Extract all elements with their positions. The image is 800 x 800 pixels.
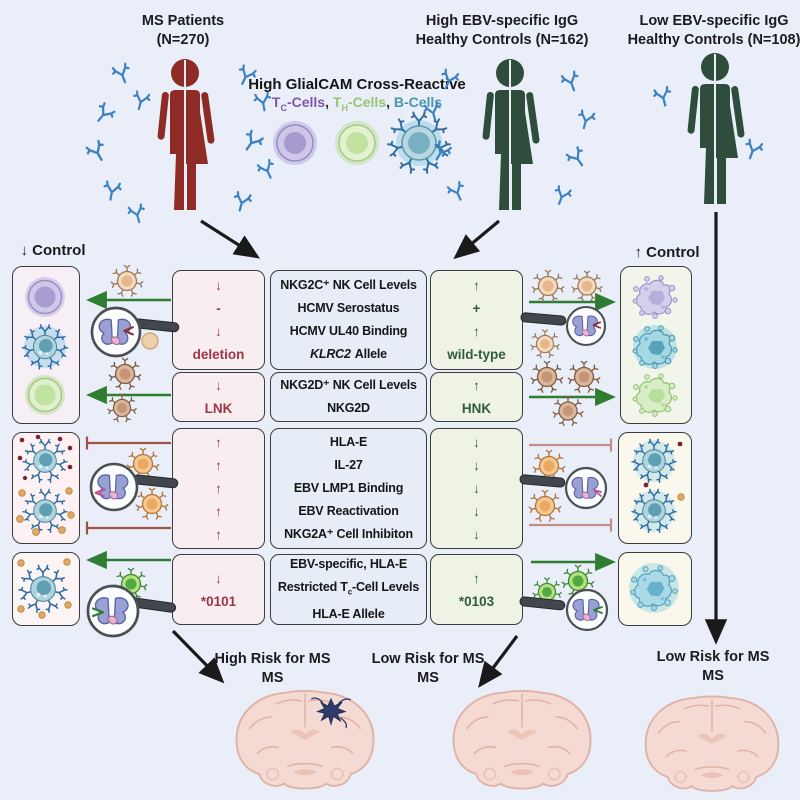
feature-nkg2d-levels: NKG2D⁺ NK Cell Levels: [280, 378, 417, 392]
arrow-highebv-to-table: [453, 219, 501, 260]
panel-ms-ebv-tcell: [12, 552, 80, 626]
table-hc-nkg2d-cell: ↑ HNK: [430, 372, 523, 422]
antibody-icons-low-ebv: [651, 85, 765, 163]
tc-cells-label: TC-Cells: [271, 94, 326, 113]
hc-lysed-cells-art: [632, 275, 678, 417]
ms-up-3: ↑: [215, 481, 222, 496]
ms-arrow-down: ↓: [215, 278, 222, 293]
ms-up-5: ↑: [215, 527, 222, 542]
hc-arrow-up2: ↑: [473, 324, 480, 339]
th-cells-label: TH-Cells: [332, 94, 387, 113]
magnifier-synapse-right-3: [519, 588, 609, 632]
b-cells-label: B-Cells: [393, 94, 443, 110]
arrow-ms-to-table: [200, 219, 261, 259]
ms-arrow-down3: ↓: [215, 378, 222, 393]
magnifier-synapse-left-1: [90, 306, 180, 358]
ms-plasma-cells-art: [16, 434, 75, 536]
low-ebv-figure: [686, 52, 746, 205]
feature-nkg2d: NKG2D: [327, 401, 370, 415]
magnifier-synapse-right-1: [520, 305, 607, 347]
hc-down-1: ↓: [473, 435, 480, 450]
table-hc-allele-cell: ↑ *0103: [430, 554, 523, 625]
label-control-down: ↓ Control: [20, 242, 86, 259]
ms-lnk-label: LNK: [204, 401, 233, 416]
feature-ebv-specific: EBV-specific, HLA-E: [289, 556, 408, 571]
panel-hc-plasma-cells: [618, 432, 692, 544]
feature-hcmv-ul40: HCMV UL40 Binding: [289, 324, 408, 338]
magnifier-synapse-right-2: [519, 466, 608, 510]
feature-hcmv-serostatus: HCMV Serostatus: [297, 301, 400, 315]
header-low-ebv-controls: Low EBV-specific IgG Healthy Controls (N…: [627, 13, 800, 48]
table-ms-klrc2-cell: ↓ - ↓ deletion: [172, 270, 265, 370]
brain-lowrisk-mid: [452, 690, 592, 790]
brain-ms: [235, 690, 375, 790]
ms-minus: -: [216, 301, 221, 316]
feature-nkg2c: NKG2C⁺ NK Cell Levels: [280, 278, 417, 292]
ms-ebv-tcell-art: [17, 558, 72, 619]
ms-arrow-down2: ↓: [215, 324, 222, 339]
table-ms-nkg2d-cell: ↓ LNK: [172, 372, 265, 422]
table-ms-hlae-cell: ↑ ↑ ↑ ↑ ↑: [172, 428, 265, 549]
table-ms-allele-cell: ↓ *0101: [172, 554, 265, 625]
ms-up-2: ↑: [215, 458, 222, 473]
hc-0103-label: *0103: [458, 593, 495, 609]
feature-il27: IL-27: [334, 458, 363, 472]
legend-cell-icons: [273, 111, 452, 175]
feature-lmp1: EBV LMP1 Binding: [293, 481, 404, 495]
magnifier-synapse-left-2: [89, 462, 179, 512]
feature-ebv-reactivation: EBV Reactivation: [298, 504, 399, 518]
feature-hla-e: HLA-E: [329, 435, 368, 449]
label-high-risk: High Risk for MS MS: [214, 651, 331, 686]
panel-hc-lysed-cells: [620, 266, 692, 424]
hc-plus: +: [472, 301, 481, 316]
ms-up-1: ↑: [215, 435, 222, 450]
hc-arrow-up3: ↑: [473, 378, 480, 393]
hc-down-2: ↓: [473, 458, 480, 473]
table-allele-feature-cell: EBV-specific, HLA-E Restricted Tc-Cell L…: [270, 554, 427, 625]
hc-arrow-up: ↑: [473, 278, 480, 293]
panel-ms-plasma-cells: [12, 432, 80, 544]
ms-deletion-label: deletion: [192, 347, 245, 362]
crossreactive-cells-art: [13, 277, 77, 415]
table-nkg2d-feature-cell: NKG2D⁺ NK Cell Levels NKG2D: [270, 372, 427, 422]
header-high-ebv-controls: High EBV-specific IgG Healthy Controls (…: [415, 13, 589, 48]
ms-patient-figure: [156, 58, 216, 211]
magnifier-synapse-left-3: [86, 584, 177, 638]
nk-cell-icons-right: [528, 269, 603, 607]
label-low-risk-right: Low Risk for MS MS: [656, 649, 770, 684]
ms-lesion-icon: [311, 697, 351, 729]
hc-plasma-cells-art: [619, 433, 685, 541]
hc-down-5: ↓: [473, 527, 480, 542]
panel-hc-lysed-tcell: [618, 552, 692, 626]
inhibition-bars-ms: [85, 436, 171, 535]
hc-hnk-label: HNK: [461, 401, 492, 416]
ms-up-4: ↑: [215, 504, 222, 519]
table-hc-hlae-cell: ↓ ↓ ↓ ↓ ↓: [430, 428, 523, 549]
feature-hlae-allele: HLA-E Allele: [312, 607, 385, 622]
hc-down-4: ↓: [473, 504, 480, 519]
feature-nkg2a-inhibition: NKG2A⁺ Cell Inhibiton: [284, 527, 413, 541]
brain-lowrisk-right: [644, 695, 780, 792]
table-hc-klrc2-cell: ↑ + ↑ wild-type: [430, 270, 523, 370]
panel-ms-crossreactive-cells: [12, 266, 80, 424]
hc-wildtype-label: wild-type: [447, 347, 506, 362]
feature-restricted-tc: Restricted Tc-Cell Levels: [277, 579, 420, 597]
legend-title: High GlialCAM Cross-Reactive: [248, 76, 466, 93]
high-ebv-figure: [481, 58, 541, 211]
label-low-risk-mid: Low Risk for MS MS: [371, 651, 485, 686]
hc-down-3: ↓: [473, 481, 480, 496]
ms-0101-label: *0101: [200, 593, 237, 609]
table-klrc2-feature-cell: NKG2C⁺ NK Cell Levels HCMV Serostatus HC…: [270, 270, 427, 370]
nk-cell-icons-left: [107, 264, 169, 600]
ms-arrow-down4: ↓: [215, 570, 222, 586]
hc-lysed-tcell-art: [629, 563, 679, 613]
inhibition-bars-hc: [529, 438, 613, 532]
table-hlae-feature-cell: HLA-E IL-27 EBV LMP1 Binding EBV Reactiv…: [270, 428, 427, 549]
header-ms-patients: MS Patients (N=270): [141, 13, 225, 48]
hc-arrow-up4: ↑: [473, 570, 480, 586]
label-control-up: ↑ Control: [634, 244, 700, 261]
